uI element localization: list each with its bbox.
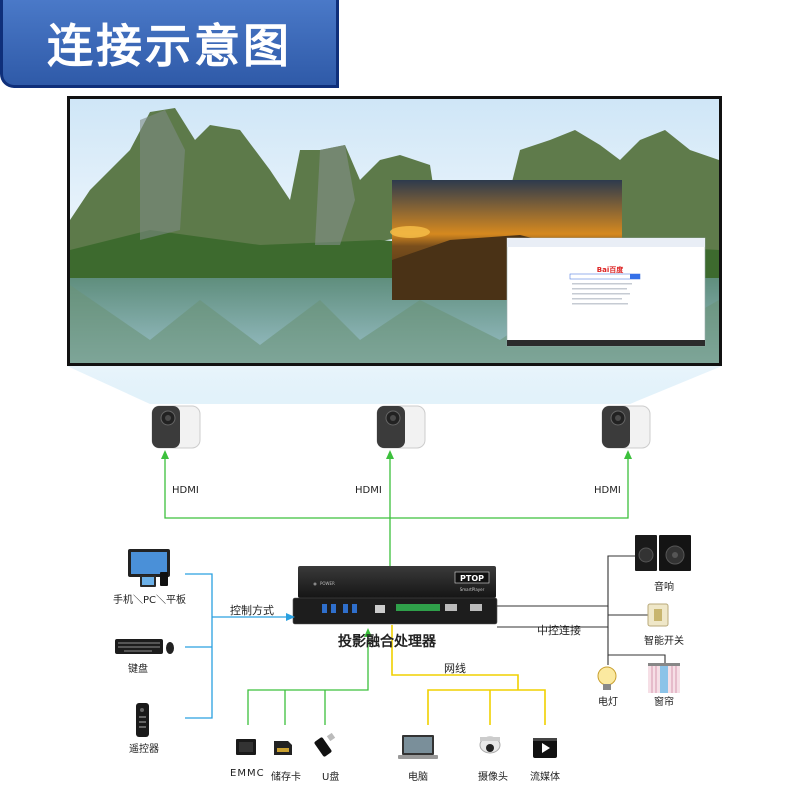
brand-logo: PTOP (460, 574, 484, 583)
device-label-speaker: 音响 (654, 582, 674, 593)
hdmi-lines (161, 450, 632, 568)
camera-icon (479, 736, 501, 754)
keyboard-icon (115, 639, 174, 654)
processor-device: POWER PTOP SmartPlayer (292, 566, 498, 625)
storage-lines (247, 628, 372, 725)
remote-control-icon (136, 703, 149, 737)
projection-screen: Bai百度 (67, 96, 722, 366)
speaker-icon (635, 535, 691, 571)
device-label-curtain: 窗帘 (654, 697, 674, 708)
central-control-lines (497, 555, 666, 665)
hdmi-label-center: HDMI (355, 485, 382, 496)
device-label-camera: 摄像头 (478, 772, 508, 783)
streaming-media-icon (533, 738, 557, 758)
control-method-label: 控制方式 (230, 604, 274, 617)
device-label-light: 电灯 (598, 697, 618, 708)
tablet-phone-pc-icon (128, 549, 170, 587)
network-lines (391, 625, 546, 725)
light-bulb-icon (597, 666, 617, 690)
device-label-streaming: 流媒体 (530, 772, 560, 783)
smart-switch-icon (647, 603, 669, 627)
sub-brand: SmartPlayer (460, 587, 485, 592)
projector-right (601, 405, 651, 449)
processor-name: 投影融合处理器 (338, 634, 436, 650)
central-control-label: 中控连接 (537, 624, 581, 637)
sd-card-icon (274, 741, 292, 755)
device-label-computer: 电脑 (408, 772, 428, 783)
device-label-smart-switch: 智能开关 (644, 636, 684, 647)
page-title: 连接示意图 (47, 18, 292, 73)
hdmi-label-left: HDMI (172, 485, 199, 496)
device-label-keyboard: 键盘 (128, 664, 148, 675)
projector-center (376, 405, 426, 449)
device-label-usb: U盘 (322, 772, 340, 783)
projection-beams (67, 366, 722, 404)
network-label: 网线 (444, 662, 466, 675)
device-label-remote: 遥控器 (129, 744, 159, 755)
laptop-icon (398, 735, 438, 759)
power-label: POWER (320, 581, 335, 586)
emmc-chip-icon (236, 739, 256, 755)
control-lines (185, 573, 295, 719)
device-label-emmc: EMMC (230, 768, 265, 779)
usb-drive-icon (314, 732, 336, 757)
browser-logo: Bai百度 (597, 265, 624, 274)
device-label-sd-card: 储存卡 (271, 772, 301, 783)
projector-left (151, 405, 201, 449)
curtain-icon (648, 663, 680, 693)
hdmi-label-right: HDMI (594, 485, 621, 496)
device-label-tablet: 手机＼PC＼平板 (113, 595, 187, 606)
title-banner: 连接示意图 (0, 0, 339, 88)
